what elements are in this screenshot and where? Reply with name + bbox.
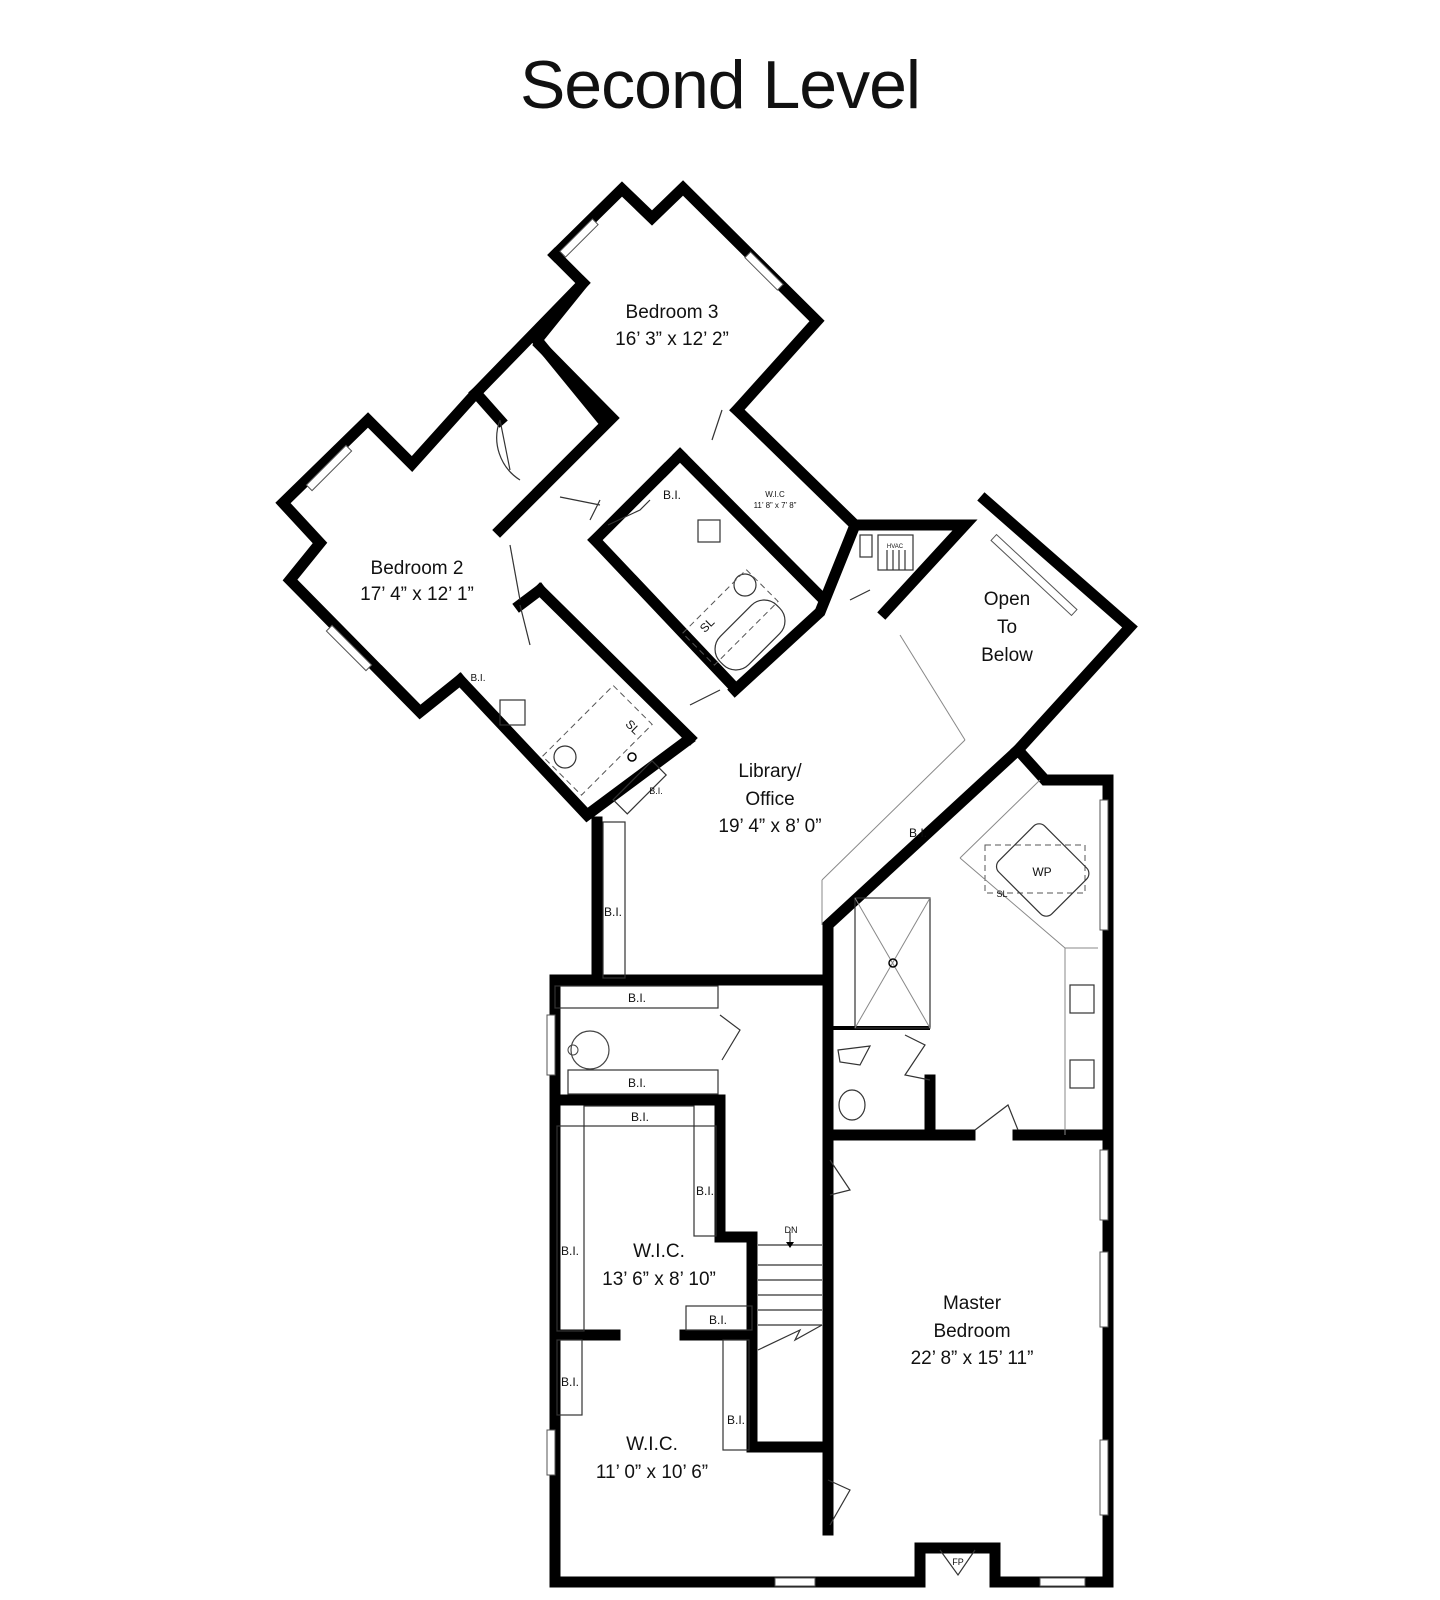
room-name-office: Office bbox=[745, 789, 794, 810]
windows bbox=[305, 218, 1109, 1587]
room-name-bedroom-2: Bedroom 2 bbox=[371, 558, 464, 579]
sl-label-bath2: SL bbox=[623, 717, 644, 738]
stairs bbox=[757, 1232, 823, 1351]
open-below-line3: Below bbox=[981, 645, 1033, 666]
room-name-master-1: Master bbox=[943, 1293, 1002, 1314]
room-labels: Bedroom 3 16’ 3” x 12’ 2” Bedroom 2 17’ … bbox=[360, 302, 1033, 1483]
bi-label-wic2-right: B.I. bbox=[727, 1413, 745, 1427]
interior-walls bbox=[468, 337, 1114, 1536]
room-name-library: Library/ bbox=[738, 761, 802, 782]
hvac-label: HVAC bbox=[887, 544, 904, 550]
room-dims-wic-lower: 11’ 0” x 10’ 6” bbox=[596, 1462, 708, 1483]
bi-label-wic-left: B.I. bbox=[561, 1244, 579, 1258]
bi-label-wic-right: B.I. bbox=[696, 1184, 714, 1198]
room-name-wic-upper: W.I.C. bbox=[633, 1241, 685, 1262]
room-name-wic-lower: W.I.C. bbox=[626, 1434, 678, 1455]
room-dims-master: 22’ 8” x 15’ 11” bbox=[911, 1348, 1034, 1369]
bi-label-wic2-left: B.I. bbox=[561, 1375, 579, 1389]
doors bbox=[496, 409, 1019, 1577]
bi-label-wic-top: B.I. bbox=[631, 1110, 649, 1124]
bi-label-bath2: B.I. bbox=[470, 673, 485, 684]
room-dims-wic-upper: 13’ 6” x 8’ 10” bbox=[602, 1269, 716, 1290]
room-name-bedroom-3: Bedroom 3 bbox=[626, 302, 719, 323]
bi-label-bath2-b: B.I. bbox=[649, 786, 663, 796]
room-dims-bedroom-2: 17’ 4” x 12’ 1” bbox=[360, 584, 474, 605]
room-dims-library: 19’ 4” x 8’ 0” bbox=[718, 816, 821, 837]
open-below-line2: To bbox=[997, 617, 1017, 638]
open-below-line1: Open bbox=[984, 589, 1030, 610]
stairs-down-label: DN bbox=[785, 1225, 798, 1235]
sl-label-master: SL bbox=[996, 889, 1007, 899]
bi-label-linen-bottom: B.I. bbox=[628, 1076, 646, 1090]
fireplace-label: FP bbox=[952, 1557, 964, 1567]
page-title: Second Level bbox=[519, 47, 921, 123]
room-dims-wic-small: 11’ 8” x 7’ 8” bbox=[754, 501, 797, 510]
built-ins bbox=[499, 519, 1098, 1451]
exterior-walls bbox=[275, 180, 1138, 1588]
bi-label-library: B.I. bbox=[604, 905, 622, 919]
wp-label: WP bbox=[1032, 865, 1051, 879]
sl-label-bath3: SL bbox=[697, 615, 718, 636]
room-name-master-2: Bedroom bbox=[933, 1321, 1010, 1342]
bi-label-linen-top: B.I. bbox=[628, 991, 646, 1005]
room-name-wic-small: W.I.C bbox=[765, 490, 785, 499]
bi-label-bath3: B.I. bbox=[663, 488, 681, 502]
bi-label-master-bath: B.I. bbox=[909, 826, 927, 840]
room-dims-bedroom-3: 16’ 3” x 12’ 2” bbox=[615, 329, 729, 350]
bi-label-wic-mid: B.I. bbox=[709, 1313, 727, 1327]
